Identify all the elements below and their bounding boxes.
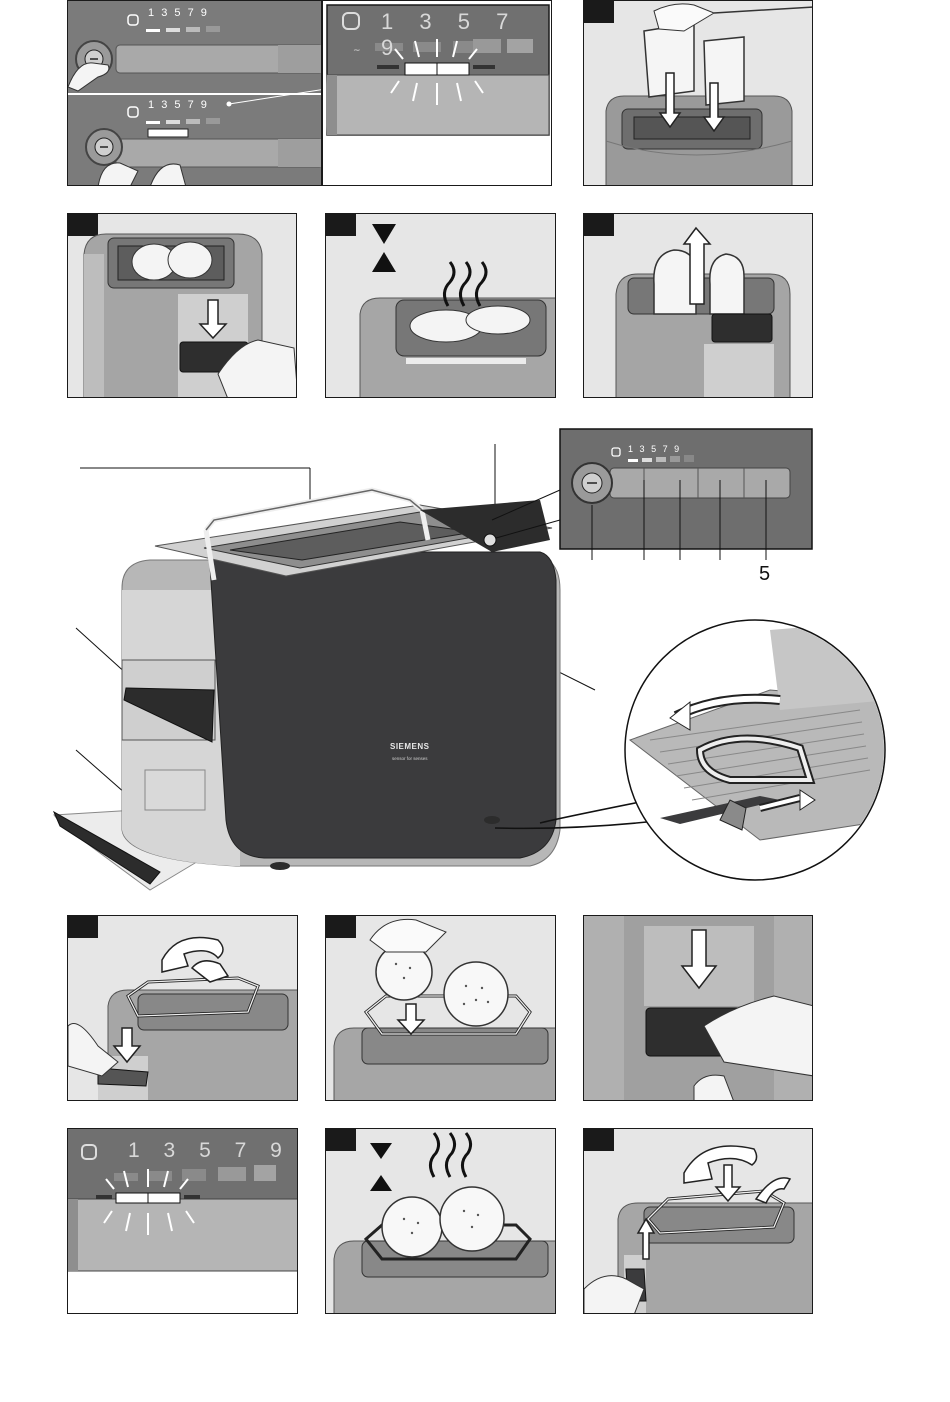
step-10-warming-buns <box>325 1128 556 1314</box>
level-5: 5 <box>651 444 658 454</box>
browning-scale-callout: 1 3 5 7 9 <box>628 444 681 454</box>
step-11-fold-rack-away <box>583 1128 813 1314</box>
toaster-overview-illustration <box>0 0 950 900</box>
level-3: 3 <box>164 1139 185 1162</box>
browning-scale-bun: 1 3 5 7 9 <box>128 1139 291 1163</box>
place-buns-illustration <box>326 916 556 1101</box>
step-9-bun-indicator: 1 3 5 7 9 <box>67 1128 298 1314</box>
brand-logo-text: SIEMENS <box>390 742 430 751</box>
callout-label-5: 5 <box>759 563 770 586</box>
level-1: 1 <box>628 444 635 454</box>
brand-slogan: sensor for senses <box>392 756 428 761</box>
step-7-place-buns <box>325 915 556 1101</box>
level-7: 7 <box>235 1139 256 1162</box>
press-lever-buns-illustration <box>584 916 813 1101</box>
fold-rack-illustration <box>584 1129 813 1314</box>
raise-rack-illustration <box>68 916 298 1101</box>
warming-buns-illustration <box>326 1129 556 1314</box>
level-5: 5 <box>199 1139 220 1162</box>
level-1: 1 <box>128 1139 149 1162</box>
level-9: 9 <box>674 444 681 454</box>
step-6-raise-bun-rack <box>67 915 298 1101</box>
level-7: 7 <box>663 444 670 454</box>
step-8-press-lever-buns <box>583 915 813 1101</box>
level-3: 3 <box>640 444 647 454</box>
level-9: 9 <box>270 1139 291 1162</box>
